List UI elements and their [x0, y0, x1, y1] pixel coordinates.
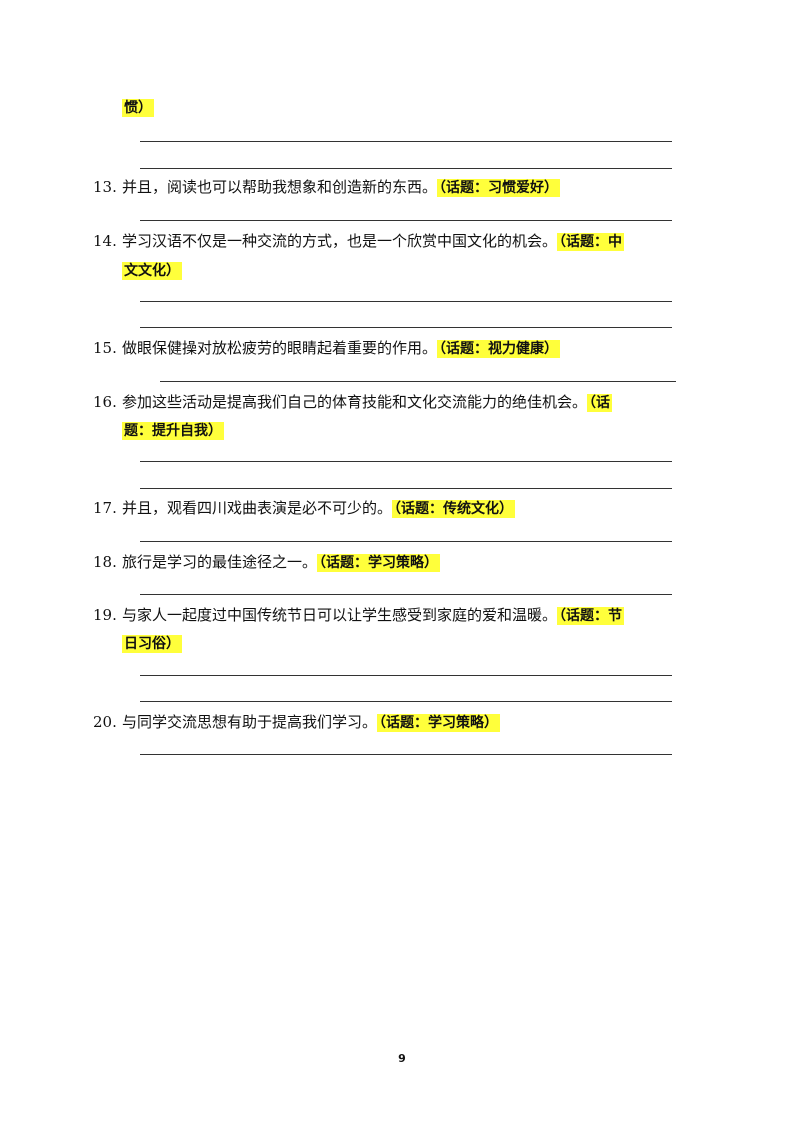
item-sentence: 与家人一起度过中国传统节日可以让学生感受到家庭的爱和温暖。 — [122, 606, 558, 624]
item-number: 17. — [93, 499, 117, 517]
topic-highlight: （话题：传统文化） — [392, 500, 516, 518]
item-number: 14. — [93, 232, 117, 250]
topic-highlight: （话题：视力健康） — [437, 340, 561, 358]
item-number: 20. — [93, 713, 117, 731]
item-number: 15. — [93, 339, 117, 357]
answer-line — [140, 327, 672, 328]
topic-highlight: （话题：习惯爱好） — [437, 179, 561, 197]
item-sentence: 做眼保健操对放松疲劳的眼睛起着重要的作用。 — [122, 339, 438, 357]
topic-highlight: （话 — [587, 394, 613, 412]
topic-highlight: （话题：学习策略） — [377, 714, 501, 732]
answer-line — [160, 381, 676, 382]
answer-line — [140, 168, 672, 169]
item-number: 19. — [93, 606, 117, 624]
topic-highlight: （话题：中 — [557, 233, 625, 251]
item-sentence: 并且，观看四川戏曲表演是必不可少的。 — [122, 499, 393, 517]
answer-line — [140, 301, 672, 302]
item-14-topic-continuation: 文文化） — [122, 260, 182, 281]
topic-highlight: 惯） — [122, 99, 154, 117]
item-12-topic-continuation: 惯） — [122, 97, 154, 118]
topic-highlight: （话题：节 — [557, 607, 625, 625]
answer-line — [140, 754, 672, 755]
answer-line — [140, 675, 672, 676]
item-number: 16. — [93, 393, 117, 411]
item-sentence: 学习汉语不仅是一种交流的方式，也是一个欣赏中国文化的机会。 — [122, 232, 558, 250]
item-19-topic-continuation: 日习俗） — [122, 633, 182, 654]
topic-highlight: 日习俗） — [122, 635, 182, 653]
item-sentence: 并且，阅读也可以帮助我想象和创造新的东西。 — [122, 178, 438, 196]
answer-line — [140, 220, 672, 221]
answer-line — [140, 541, 672, 542]
item-sentence: 旅行是学习的最佳途径之一。 — [122, 553, 318, 571]
answer-line — [140, 701, 672, 702]
item-number: 13. — [93, 178, 117, 196]
item-sentence: 参加这些活动是提高我们自己的体育技能和文化交流能力的绝佳机会。 — [122, 393, 588, 411]
topic-highlight: 题：提升自我） — [122, 422, 224, 440]
item-16-topic-continuation: 题：提升自我） — [122, 420, 224, 441]
item-number: 18. — [93, 553, 117, 571]
answer-line — [140, 461, 672, 462]
topic-highlight: （话题：学习策略） — [317, 554, 441, 572]
page-number: 9 — [398, 1052, 406, 1065]
answer-line — [140, 141, 672, 142]
topic-highlight: 文文化） — [122, 262, 182, 280]
answer-line — [140, 594, 672, 595]
answer-line — [140, 488, 672, 489]
item-sentence: 与同学交流思想有助于提高我们学习。 — [122, 713, 378, 731]
